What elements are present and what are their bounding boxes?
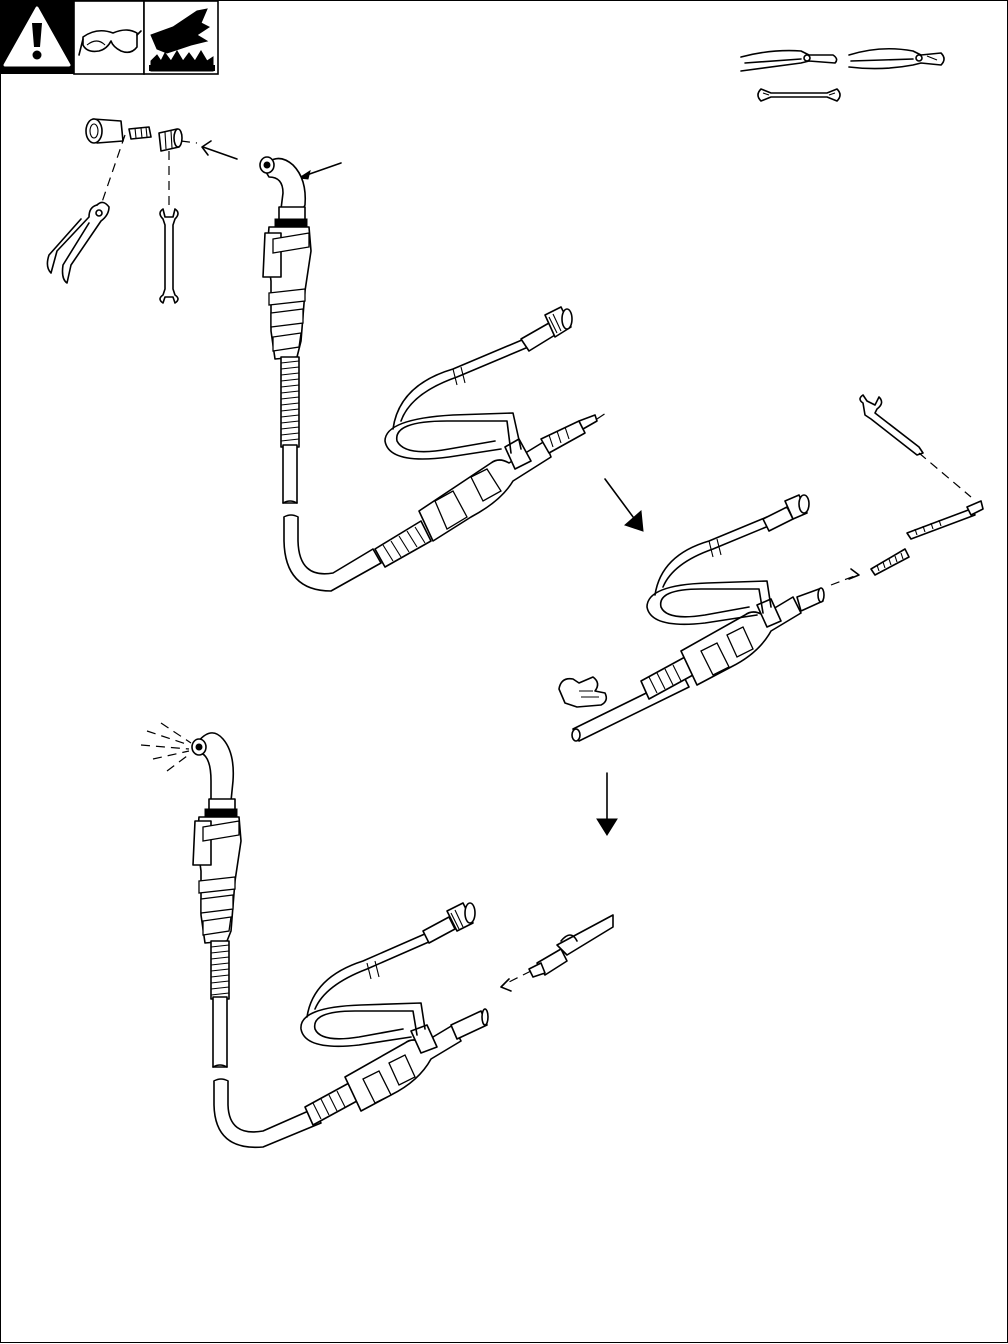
contact-tip-part bbox=[129, 127, 151, 139]
cable-break-mark bbox=[284, 515, 298, 517]
pliers-leader-line bbox=[101, 135, 125, 205]
slip-joint-pliers-icon bbox=[849, 49, 944, 69]
diagonal-cutters-icon bbox=[741, 51, 837, 71]
gun3-gas-fitting bbox=[423, 903, 475, 943]
step2-wrench-icon bbox=[860, 395, 923, 455]
liner-spring-part bbox=[871, 549, 909, 575]
removal-dash-line bbox=[181, 141, 197, 143]
gun-assembly-2 bbox=[559, 395, 983, 741]
nozzle-part bbox=[86, 119, 123, 143]
safety-icon-strip bbox=[1, 1, 218, 74]
gun-assembly-1 bbox=[260, 157, 609, 591]
wrench-to-liner-leader bbox=[919, 453, 971, 497]
open-end-wrench-icon bbox=[758, 89, 840, 101]
gas-fitting bbox=[521, 307, 572, 351]
liner-pull-arrow-icon bbox=[831, 569, 859, 585]
gun2-gas-hose-loop bbox=[647, 517, 771, 624]
gun2-gas-fitting bbox=[763, 495, 809, 531]
gun2-rear-handle bbox=[641, 588, 824, 699]
rear-handle bbox=[375, 415, 597, 567]
step-arrow-down-right-icon bbox=[605, 479, 643, 531]
pointing-hand-icon bbox=[559, 677, 606, 707]
gas-diffuser-part bbox=[159, 129, 182, 151]
step1-open-end-wrench-icon bbox=[160, 209, 178, 303]
gun3-rear-handle bbox=[305, 1009, 488, 1125]
gun3-strain-relief-spring bbox=[211, 941, 229, 999]
step1-slip-joint-pliers-icon bbox=[47, 202, 109, 283]
gas-hose-loop bbox=[385, 337, 533, 459]
gun3-gas-hose-loop bbox=[301, 933, 431, 1046]
step-arrow-down-icon bbox=[597, 773, 617, 835]
air-blow-lines-icon bbox=[141, 723, 191, 771]
gun-assembly-3 bbox=[141, 723, 613, 1147]
glasses-icon-box bbox=[74, 1, 144, 74]
strain-relief-spring bbox=[281, 357, 299, 447]
liner-part bbox=[907, 501, 983, 539]
tools-group bbox=[741, 49, 944, 101]
removal-arrow-icon bbox=[202, 141, 237, 159]
air-connect-arrow-icon bbox=[501, 971, 531, 991]
gun-cable-upper bbox=[283, 445, 297, 503]
step1-parts-group bbox=[47, 119, 237, 303]
air-nozzle-tool bbox=[529, 915, 613, 977]
